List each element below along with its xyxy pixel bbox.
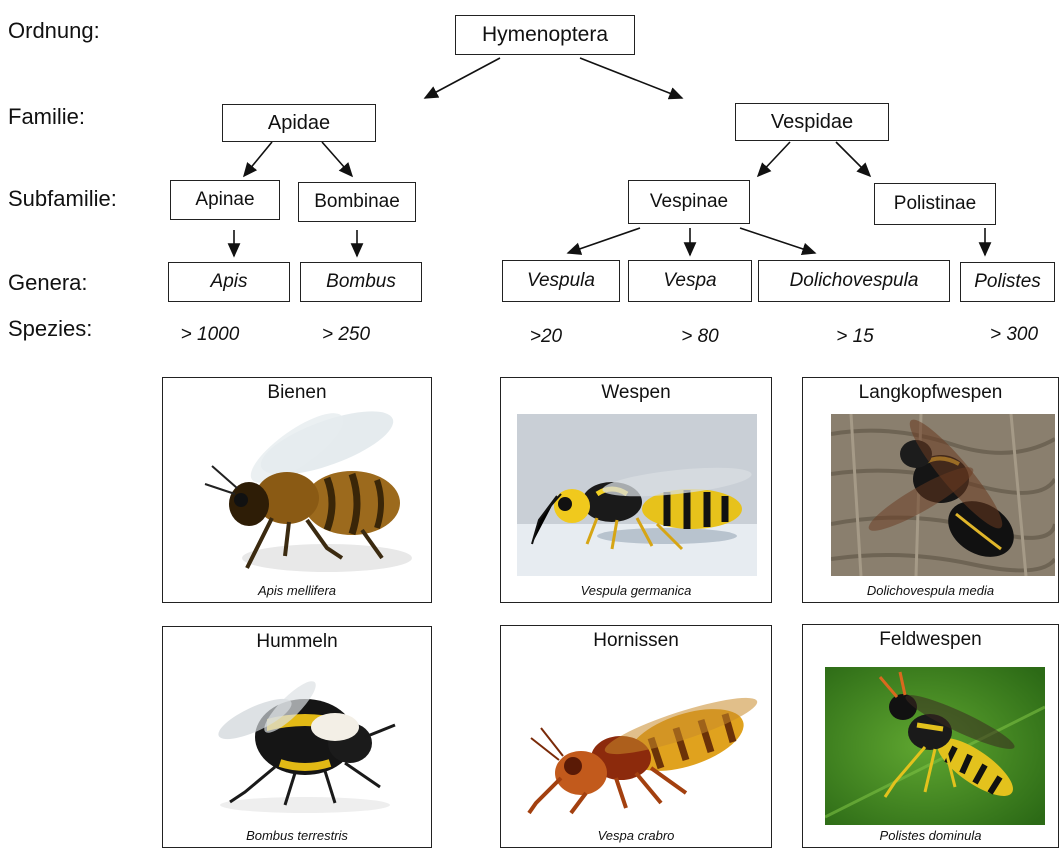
node-order: Hymenoptera [455, 15, 635, 55]
card-caption: Dolichovespula media [803, 583, 1058, 598]
node-subfamily-polistinae: Polistinae [874, 183, 996, 225]
node-genus-dolichovespula: Dolichovespula [758, 260, 950, 302]
node-genus-bombus: Bombus [300, 262, 422, 302]
node-genus-polistes: Polistes [960, 262, 1055, 302]
arrow-apidae-apinae [244, 142, 272, 176]
species-count-bombus: > 250 [322, 324, 370, 346]
card-wespen: Wespen Vespula germanica [500, 377, 772, 603]
species-count-vespa: > 80 [681, 326, 719, 348]
arrow-order-vespidae [580, 58, 682, 98]
node-subfamily-bombinae: Bombinae [298, 182, 416, 222]
node-genus-vespa: Vespa [628, 260, 752, 302]
card-title: Hornissen [501, 630, 771, 652]
node-subfamily-vespinae: Vespinae [628, 180, 750, 224]
wasp-photo [517, 414, 757, 576]
card-title: Bienen [163, 382, 431, 404]
node-genus-vespula: Vespula [502, 260, 620, 302]
arrow-vespinae-dolichovespula [740, 228, 815, 253]
bumblebee-photo [185, 667, 411, 817]
card-hornissen: Hornissen Vespa crabro [500, 625, 772, 848]
card-caption: Bombus terrestris [163, 828, 431, 843]
card-caption: Apis mellifera [163, 583, 431, 598]
longhead-wasp-photo [831, 414, 1055, 576]
arrow-vespidae-vespinae [758, 142, 790, 176]
card-caption: Vespa crabro [501, 828, 771, 843]
card-title: Langkopfwespen [803, 382, 1058, 404]
node-subfamily-apinae: Apinae [170, 180, 280, 220]
card-caption: Polistes dominula [803, 828, 1058, 843]
card-bienen: Bienen Apis mellifera [162, 377, 432, 603]
card-caption: Vespula germanica [501, 583, 771, 598]
arrow-vespinae-vespula [568, 228, 640, 253]
honeybee-photo [177, 408, 417, 580]
hornet-photo [511, 668, 765, 816]
paper-wasp-photo [825, 667, 1045, 825]
card-title: Hummeln [163, 631, 431, 653]
arrow-order-apidae [425, 58, 500, 98]
species-count-apis: > 1000 [181, 324, 240, 346]
node-family-vespidae: Vespidae [735, 103, 889, 141]
node-genus-apis: Apis [168, 262, 290, 302]
card-langkopfwespen: Langkopfwespen Dolichovespula media [802, 377, 1059, 603]
species-count-polistes: > 300 [990, 324, 1038, 346]
species-count-dolichovespula: > 15 [836, 326, 874, 348]
node-family-apidae: Apidae [222, 104, 376, 142]
species-count-vespula: >20 [530, 326, 562, 348]
card-title: Wespen [501, 382, 771, 404]
arrow-apidae-bombinae [322, 142, 352, 176]
card-hummeln: Hummeln Bombus terrestris [162, 626, 432, 848]
arrow-vespidae-polistinae [836, 142, 870, 176]
card-feldwespen: Feldwespen Polistes dominula [802, 624, 1059, 848]
card-title: Feldwespen [803, 629, 1058, 651]
